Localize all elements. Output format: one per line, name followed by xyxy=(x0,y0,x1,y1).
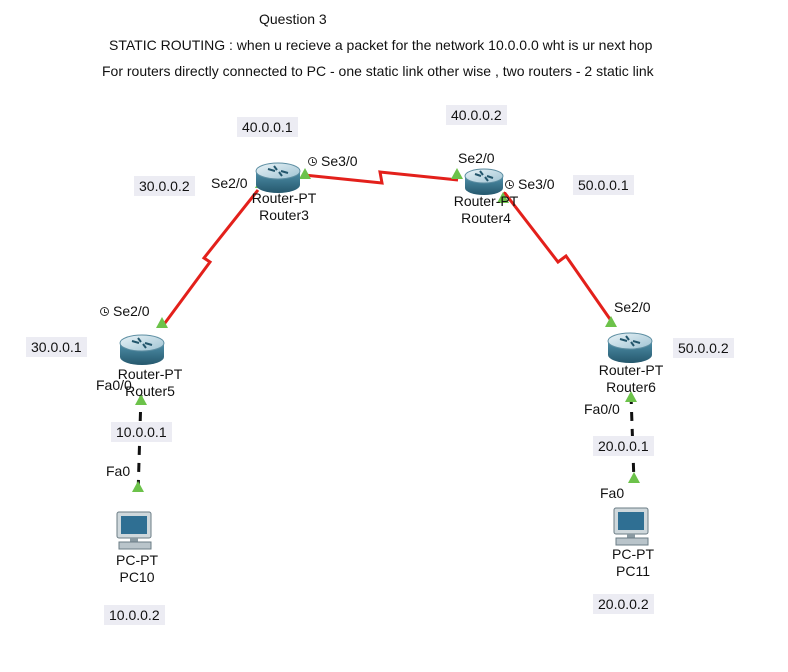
ethernet-link-router6-pc11[interactable] xyxy=(629,394,636,483)
ethernet-link-router5-pc10[interactable] xyxy=(136,394,143,496)
clock-icon xyxy=(100,307,109,316)
note-30-0-0-2[interactable]: 30.0.0.2 xyxy=(134,176,195,196)
device-type: Router-PT xyxy=(117,366,183,382)
note-40-0-0-2[interactable]: 40.0.0.2 xyxy=(446,105,507,125)
device-type: Router-PT xyxy=(251,190,317,206)
serial-link-router4-router6[interactable] xyxy=(502,191,614,323)
router3-port-se3-0: Se3/0 xyxy=(308,153,358,169)
router4-port-se2-0: Se2/0 xyxy=(458,150,495,166)
note-10-0-0-2[interactable]: 10.0.0.2 xyxy=(104,605,165,625)
router5-icon[interactable] xyxy=(119,334,165,365)
link-up-indicator xyxy=(625,391,637,402)
note-30-0-0-1[interactable]: 30.0.0.1 xyxy=(26,337,87,357)
router4-icon[interactable] xyxy=(464,168,504,195)
link-up-indicator xyxy=(628,472,640,483)
device-type: Router-PT xyxy=(598,362,664,378)
link-up-indicator xyxy=(451,168,463,179)
router3-icon[interactable] xyxy=(255,162,301,193)
router5-port-fa0-0: Fa0/0 xyxy=(96,377,132,393)
note-20-0-0-1[interactable]: 20.0.0.1 xyxy=(593,436,654,456)
pc11-label: PC-PT PC11 xyxy=(602,546,664,580)
question-line-1: STATIC ROUTING : when u recieve a packet… xyxy=(109,37,653,53)
note-10-0-0-1[interactable]: 10.0.0.1 xyxy=(111,422,172,442)
link-up-indicator xyxy=(132,481,144,492)
link-up-indicator xyxy=(605,316,617,327)
clock-icon xyxy=(505,180,514,189)
router6-icon[interactable] xyxy=(607,332,653,363)
note-50-0-0-2[interactable]: 50.0.0.2 xyxy=(673,338,734,358)
note-50-0-0-1[interactable]: 50.0.0.1 xyxy=(573,175,634,195)
port-label: Se3/0 xyxy=(518,176,555,192)
serial-link-router3-router4[interactable] xyxy=(303,170,459,185)
device-name: Router5 xyxy=(125,383,175,399)
router5-port-se2-0: Se2/0 xyxy=(100,303,150,319)
note-40-0-0-1[interactable]: 40.0.0.1 xyxy=(237,117,298,137)
device-type: Router-PT xyxy=(453,193,519,209)
pc10-label: PC-PT PC10 xyxy=(106,552,168,586)
device-name: Router3 xyxy=(259,207,309,223)
note-20-0-0-2[interactable]: 20.0.0.2 xyxy=(593,594,654,614)
device-name: Router4 xyxy=(461,210,511,226)
router3-port-se2-0: Se2/0 xyxy=(211,175,248,191)
question-line-2: For routers directly connected to PC - o… xyxy=(102,63,654,79)
device-name: PC10 xyxy=(119,569,155,585)
device-name: PC11 xyxy=(616,563,650,579)
serial-link-router5-router3[interactable] xyxy=(160,189,260,328)
device-type: PC-PT xyxy=(612,546,654,562)
link-up-indicator xyxy=(156,317,168,328)
pc10-port-fa0: Fa0 xyxy=(106,463,131,479)
link-up-indicator xyxy=(497,192,509,203)
pc11-icon[interactable] xyxy=(613,507,649,546)
pc10-icon[interactable] xyxy=(116,511,152,550)
port-label: Se3/0 xyxy=(321,153,358,169)
link-up-indicator xyxy=(135,394,147,405)
port-label: Se2/0 xyxy=(113,303,150,319)
link-up-indicator xyxy=(299,168,311,179)
router5-label: Router-PT Router5 xyxy=(111,366,189,400)
router6-port-se2-0: Se2/0 xyxy=(614,299,651,315)
clock-icon xyxy=(308,157,317,166)
device-name: Router6 xyxy=(606,379,656,395)
router6-label: Router-PT Router6 xyxy=(587,362,675,396)
router4-port-se3-0: Se3/0 xyxy=(505,176,555,192)
question-title: Question 3 xyxy=(259,11,327,27)
device-type: PC-PT xyxy=(116,552,158,568)
pc11-port-fa0: Fa0 xyxy=(600,485,625,501)
router6-port-fa0-0: Fa0/0 xyxy=(584,401,620,417)
router4-label: Router-PT Router4 xyxy=(443,193,529,227)
router3-label: Router-PT Router3 xyxy=(239,190,329,224)
